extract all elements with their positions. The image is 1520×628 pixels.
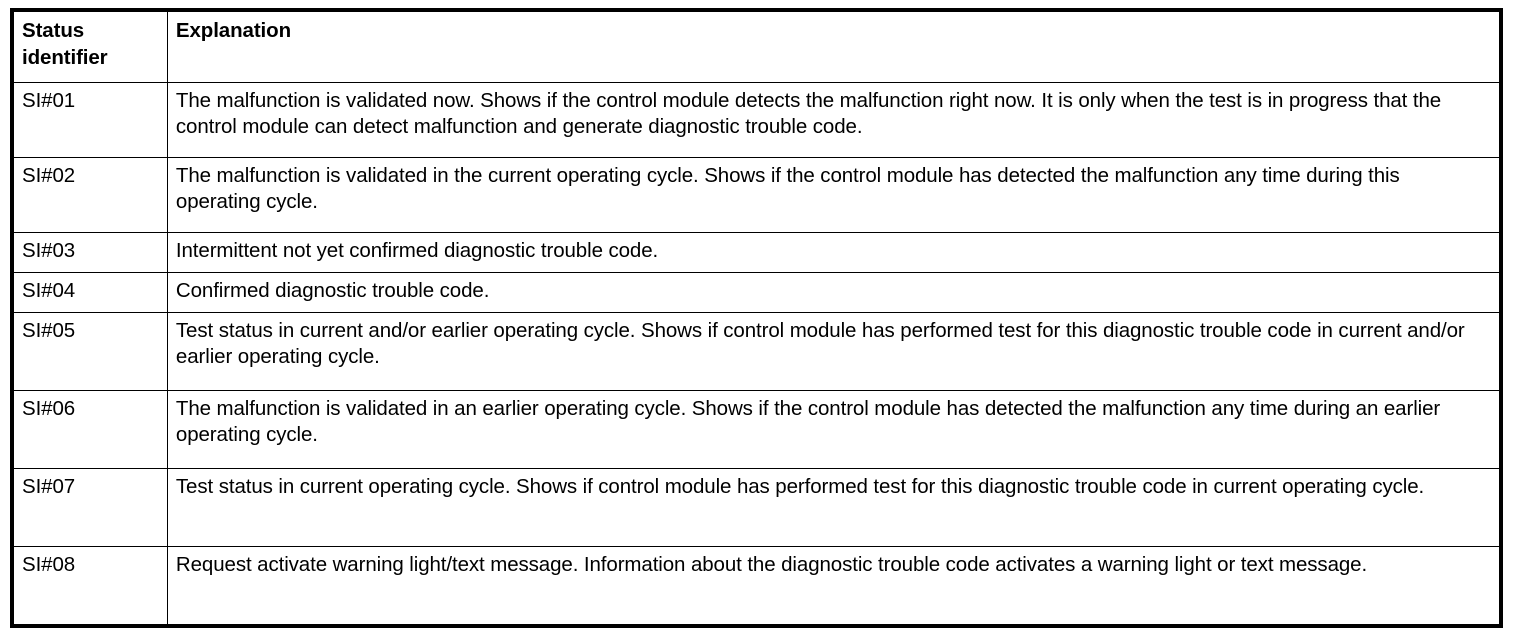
column-header-explanation: Explanation [166,9,1502,83]
column-header-status-identifier: Status identifier [11,9,168,83]
cell-explanation: The malfunction is validated now. Shows … [166,81,1502,158]
cell-status-identifier: SI#03 [11,231,168,273]
page-root: Status identifier Explanation SI#01 The … [10,8,1503,628]
cell-status-identifier: SI#07 [11,467,168,547]
cell-explanation: Intermittent not yet confirmed diagnosti… [166,231,1502,273]
cell-explanation: The malfunction is validated in an earli… [166,389,1502,469]
cell-status-identifier: SI#05 [11,311,168,391]
table-row: SI#03 Intermittent not yet confirmed dia… [11,231,1502,273]
cell-status-identifier: SI#04 [11,271,168,313]
table-row: SI#06 The malfunction is validated in an… [11,389,1502,469]
table-row: SI#07 Test status in current operating c… [11,467,1502,547]
table-header-row: Status identifier Explanation [11,9,1502,83]
table-row: SI#02 The malfunction is validated in th… [11,156,1502,233]
table-row: SI#08 Request activate warning light/tex… [11,545,1502,626]
table-row: SI#01 The malfunction is validated now. … [11,81,1502,158]
cell-explanation: Test status in current operating cycle. … [166,467,1502,547]
table-row: SI#04 Confirmed diagnostic trouble code. [11,271,1502,313]
status-identifier-table: Status identifier Explanation SI#01 The … [10,8,1503,628]
cell-status-identifier: SI#08 [11,545,168,626]
cell-explanation: The malfunction is validated in the curr… [166,156,1502,233]
table-header: Status identifier Explanation [11,9,1502,83]
column-header-status-identifier-line2: identifier [22,45,108,69]
cell-explanation: Test status in current and/or earlier op… [166,311,1502,391]
column-header-status-identifier-line1: Status [22,19,85,42]
table-row: SI#05 Test status in current and/or earl… [11,311,1502,391]
cell-status-identifier: SI#01 [11,81,168,158]
cell-explanation: Confirmed diagnostic trouble code. [166,271,1502,313]
cell-status-identifier: SI#06 [11,389,168,469]
table-body: SI#01 The malfunction is validated now. … [11,81,1502,626]
cell-status-identifier: SI#02 [11,156,168,233]
cell-explanation: Request activate warning light/text mess… [166,545,1502,626]
